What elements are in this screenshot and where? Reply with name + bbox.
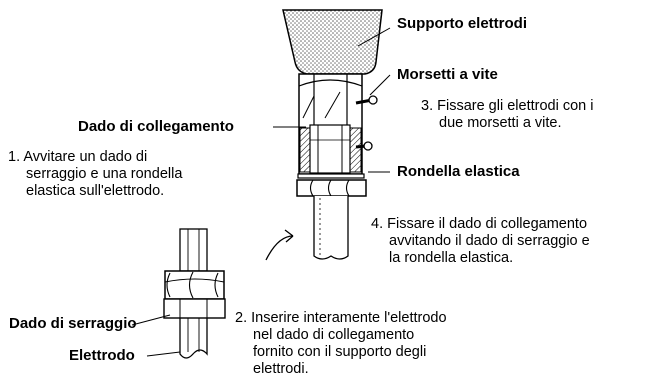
lock-nut-upper bbox=[296, 179, 367, 197]
connecting-nut bbox=[298, 73, 363, 175]
spring-washer-upper bbox=[297, 173, 365, 179]
step-2-text: 2. Inserire interamente l'elettrodo nel … bbox=[235, 310, 447, 377]
electrode-lower bbox=[179, 228, 208, 359]
label-dado-di-collegamento: Dado di collegamento bbox=[78, 118, 234, 135]
label-rondella-elastica: Rondella elastica bbox=[397, 163, 520, 180]
step-1-text: 1. Avvitare un dado di serraggio e una r… bbox=[8, 149, 183, 199]
assembly-arrow bbox=[265, 229, 294, 261]
step-4-text: 4. Fissare il dado di collegamento avvit… bbox=[371, 216, 590, 266]
label-morsetti-a-vite: Morsetti a vite bbox=[397, 66, 498, 83]
electrode-upper bbox=[313, 196, 349, 260]
step-3-text: 3. Fissare gli elettrodi con i due morse… bbox=[421, 98, 594, 131]
screw-terminals bbox=[355, 95, 378, 151]
label-supporto-elettrodi: Supporto elettrodi bbox=[397, 15, 527, 32]
electrode-holder bbox=[282, 9, 383, 75]
spring-washer-lower bbox=[163, 298, 226, 319]
label-dado-di-serraggio: Dado di serraggio bbox=[9, 315, 137, 332]
lock-nut-lower bbox=[164, 270, 225, 300]
leader-lines bbox=[131, 27, 391, 357]
label-elettrodo: Elettrodo bbox=[69, 347, 135, 364]
